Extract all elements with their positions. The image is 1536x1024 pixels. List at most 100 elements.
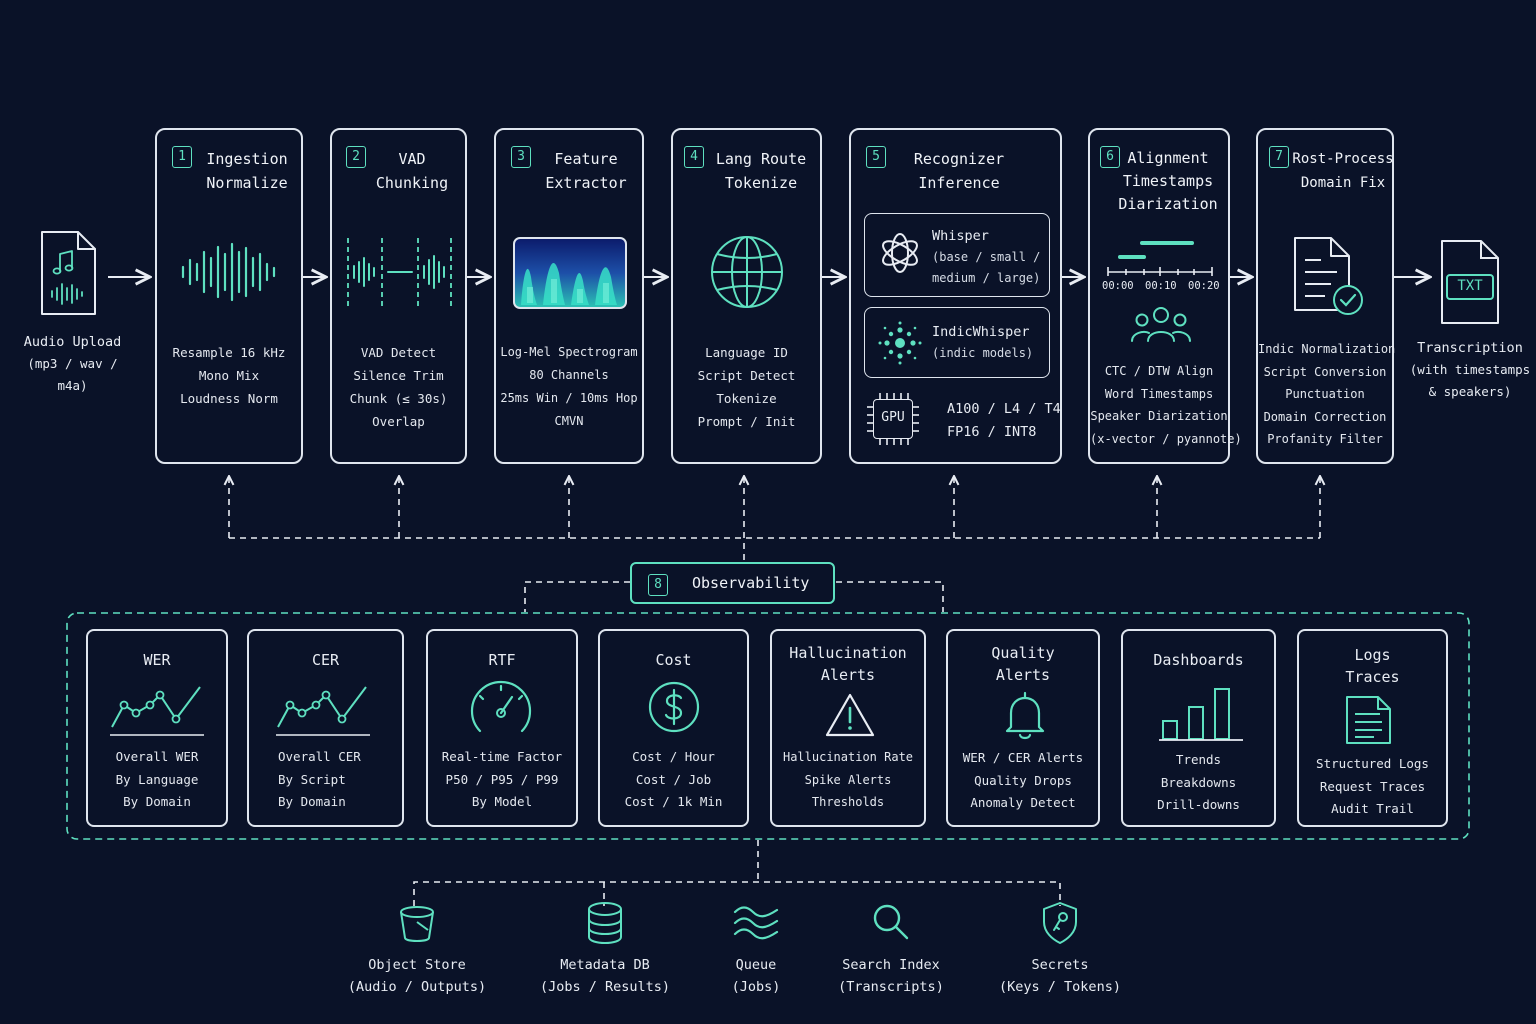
stage-title-line: Tokenize (724, 174, 798, 192)
gpu-info: GPU A100 / L4 / T4 FP16 / INT8 (865, 391, 1061, 453)
stage-title-line: Recognizer (913, 150, 1005, 168)
model-name: IndicWhisper (932, 324, 1030, 340)
metric-title: Cost (655, 651, 692, 669)
stage-detail: Script Conversion (1263, 364, 1387, 379)
stage-detail: VAD Detect (360, 345, 437, 360)
stage-title-line: Timestamps (1122, 172, 1214, 190)
storage-sub: (Audio / Outputs) (347, 979, 487, 995)
dollar-coin-icon (648, 681, 700, 733)
stage-title-line: Rost-Process (1292, 151, 1394, 167)
metric-detail: WER / CER Alerts (962, 750, 1084, 765)
stage-number-badge: 1 (172, 146, 192, 168)
observability-title: Observability (692, 574, 810, 592)
metric-title: WER (143, 651, 171, 669)
queue-icon (733, 906, 779, 940)
metric-detail: By Script (278, 771, 346, 787)
storage-secrets: Secrets (Keys / Tokens) (975, 900, 1145, 998)
shield-key-icon (1043, 902, 1077, 944)
openai-logo-icon (882, 233, 918, 273)
model-variants: (base / small / (932, 250, 1041, 264)
stage-ingestion: 1 Ingestion Normalize Resample 16 kHz Mo… (155, 128, 303, 464)
line-chart-icon (276, 686, 370, 736)
storage-name: Queue (735, 957, 777, 973)
gpu-chip-label: GPU (881, 410, 905, 425)
speedometer-icon (470, 680, 532, 733)
audio-upload-formats: (mp3 / wav / m4a) (27, 356, 118, 393)
stage-detail: Word Timestamps (1104, 386, 1214, 401)
storage-object-store: Object Store (Audio / Outputs) (332, 900, 502, 998)
gpu-chip-icon (873, 399, 913, 439)
log-document-icon (1346, 696, 1391, 744)
stage-detail: Language ID (705, 345, 788, 360)
stage-recognizer: 5 Recognizer Inference Whisper (base / s… (849, 128, 1062, 464)
metric-dashboards: Dashboards Trends Breakdowns Drill-downs (1121, 629, 1276, 827)
stage-feature-extractor: 3 Feature Extractor Log-Mel Spectrogram … (494, 128, 644, 464)
metric-detail: Overall CER (278, 749, 361, 764)
line-chart-icon (110, 686, 204, 736)
model-variants: medium / large) (932, 271, 1041, 285)
storage-name: Object Store (368, 957, 466, 973)
bar-chart-icon (1159, 688, 1243, 741)
metric-detail: P50 / P95 / P99 (445, 771, 559, 787)
timeline-label: 00:10 (1145, 280, 1177, 292)
stage-number-badge: 7 (1269, 146, 1289, 168)
metric-hallucination-alerts: Hallucination Alerts Hallucination Rate … (770, 629, 926, 827)
metric-detail: Cost / 1k Min (624, 794, 723, 809)
stage-detail: Mono Mix (198, 368, 260, 383)
audio-upload-node: Audio Upload (mp3 / wav / m4a) (10, 228, 135, 393)
timeline-icon (1107, 241, 1213, 276)
gpu-types: A100 / L4 / T4 (947, 401, 1061, 417)
speakers-icon (1131, 307, 1191, 342)
metric-title: Alerts (995, 666, 1051, 684)
metric-title: Logs (1354, 646, 1391, 664)
metric-detail: Overall WER (115, 749, 199, 764)
metric-detail: Cost / Hour (632, 749, 715, 764)
stage-detail: CMVN (554, 414, 584, 428)
stage-title-line: Feature (554, 150, 618, 168)
waveform-icon (181, 242, 276, 302)
metric-detail: Hallucination Rate (782, 750, 914, 764)
metric-title: Hallucination (789, 644, 907, 662)
metric-logs-traces: Logs Traces Structured Logs Request Trac… (1297, 629, 1448, 827)
metric-cer: CER Overall CER By Script By Domain (247, 629, 404, 827)
metric-title: Alerts (820, 666, 876, 684)
metric-rtf: RTF Real-time Factor P50 / P95 / P99 By … (426, 629, 578, 827)
metric-title: RTF (488, 651, 516, 669)
storage-metadata-db: Metadata DB (Jobs / Results) (520, 900, 690, 998)
model-name: Whisper (932, 228, 989, 244)
stage-detail: Indic Normalization (1258, 342, 1396, 356)
search-icon (873, 904, 909, 940)
stage-vad-chunking: 2 VAD Chunking VAD Detect Silence Trim C… (330, 128, 467, 464)
stage-title-line: Chunking (375, 174, 449, 192)
indic-burst-icon (878, 321, 922, 365)
metric-title: Dashboards (1153, 651, 1244, 669)
metric-cost: Cost Cost / Hour Cost / Job Cost / 1k Mi… (598, 629, 749, 827)
model-card-whisper: Whisper (base / small / medium / large) (864, 213, 1050, 297)
stage-number-badge: 5 (866, 146, 886, 168)
metric-title: Quality (991, 644, 1055, 662)
stage-number-badge: 3 (511, 146, 531, 168)
metric-detail: Audit Trail (1331, 801, 1414, 816)
stage-number-badge: 4 (684, 146, 704, 168)
metric-detail: Cost / Job (635, 771, 712, 787)
stage-detail: Log-Mel Spectrogram (500, 345, 638, 359)
stage-number-badge: 8 (648, 574, 668, 596)
vad-segments-icon (347, 238, 452, 306)
warning-triangle-icon (825, 693, 875, 737)
gpu-precision: FP16 / INT8 (947, 424, 1037, 440)
metric-detail: By Language (115, 771, 199, 787)
stage-lang-route: 4 Lang Route Tokenize Language ID Script… (671, 128, 822, 464)
stage-detail: Silence Trim (353, 368, 444, 383)
stage-title-line: Extractor (545, 174, 627, 192)
stage-title-line: Domain Fix (1300, 175, 1386, 191)
storage-sub: (Jobs) (731, 979, 781, 995)
database-icon (588, 902, 622, 944)
metric-detail: Spike Alerts (804, 772, 892, 787)
stage-detail: Prompt / Init (697, 414, 796, 429)
stage-number-badge: 6 (1100, 146, 1120, 168)
stage-detail: Chunk (≤ 30s) (349, 391, 448, 406)
stage-detail: CTC / DTW Align (1104, 364, 1214, 378)
stage-detail: (x-vector / pyannote) (1090, 431, 1242, 446)
metric-detail: Structured Logs (1316, 756, 1429, 771)
metric-detail: Quality Drops (974, 772, 1072, 788)
